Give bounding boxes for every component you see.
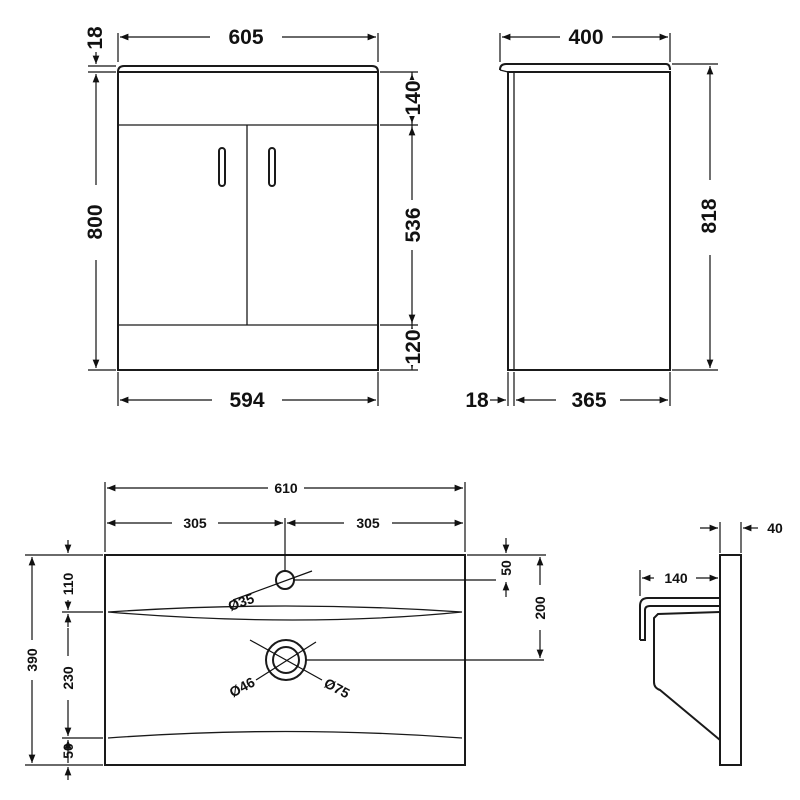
dim-basin-half-right: 305 — [356, 515, 380, 531]
dim-basin-depth: 390 — [24, 648, 40, 672]
basin-side-view: 40 140 — [639, 520, 783, 766]
dim-basin-tap-offset: 50 — [498, 560, 514, 576]
cabinet-side-worktop — [499, 63, 671, 71]
basin-front-curve — [107, 730, 463, 739]
dim-tap-hole-diameter: Ø35 — [226, 590, 257, 614]
dim-door-height: 536 — [402, 207, 425, 242]
dim-plinth: 120 — [402, 329, 425, 364]
dim-side-base-depth: 365 — [571, 389, 606, 412]
basin-back-curve — [107, 605, 463, 621]
waste-inner-icon — [272, 646, 300, 674]
dim-basin-bowl-projection: 140 — [664, 570, 688, 586]
cabinet-side-view: 400 818 18 365 — [465, 26, 721, 412]
cabinet-worktop — [117, 65, 379, 73]
dim-side-total-height: 818 — [698, 198, 721, 233]
cabinet-front-view: 605 18 800 140 536 120 594 — [84, 26, 425, 412]
dim-basin-waste-from-back: 200 — [532, 596, 548, 620]
dim-side-foot: 18 — [465, 389, 489, 412]
dim-basin-bowl-depth: 230 — [60, 666, 76, 690]
basin-side-bowl — [653, 611, 721, 741]
right-door-handle-icon — [268, 147, 276, 187]
dim-basin-front-lip: 50 — [60, 743, 76, 759]
dim-basin-half-left: 305 — [183, 515, 207, 531]
tap-hole-icon — [275, 570, 295, 590]
dim-side-top-depth: 400 — [568, 26, 603, 49]
cabinet-side-outline — [507, 71, 671, 371]
dim-cabinet-height: 800 — [84, 204, 107, 239]
left-door-handle-icon — [218, 147, 226, 187]
dim-waste-diameter: Ø46 — [227, 674, 258, 701]
basin-side-rim — [719, 554, 742, 766]
dim-base-width: 594 — [229, 389, 264, 412]
basin-side-tap-deck — [639, 597, 720, 641]
dim-basin-width: 610 — [274, 480, 298, 496]
dim-top-panel: 140 — [402, 80, 425, 115]
dim-worktop-thickness: 18 — [84, 26, 107, 50]
dim-basin-rim-thickness: 40 — [767, 520, 783, 536]
dim-basin-tap-from-back: 110 — [60, 572, 76, 595]
dim-waste-outer-diameter: Ø75 — [322, 675, 353, 702]
basin-plan-view: 610 305 305 390 110 230 50 50 200 — [24, 480, 548, 780]
dim-top-width: 605 — [228, 26, 263, 49]
